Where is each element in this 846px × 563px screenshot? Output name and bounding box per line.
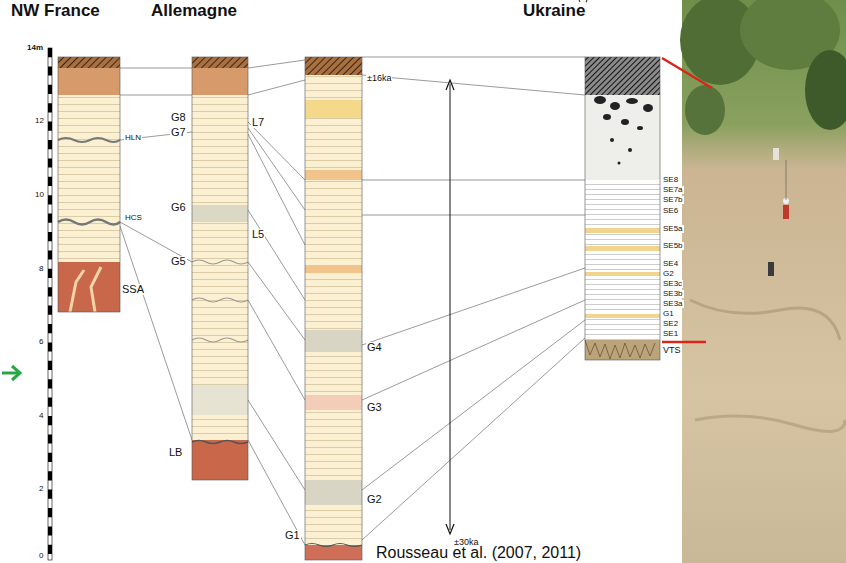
scale-value: 4 xyxy=(38,412,44,420)
horizon-label: G1 xyxy=(284,530,301,541)
horizon-label: SE5b xyxy=(662,242,684,250)
scale-value: 2 xyxy=(38,485,44,493)
scale-value: 14m xyxy=(26,44,44,52)
horizon-label: SE6 xyxy=(662,207,679,215)
horizon-label: G2 xyxy=(366,494,383,505)
horizon-label: SE7b xyxy=(662,196,684,204)
horizon-label: HLN xyxy=(124,134,142,142)
horizon-label: HCS xyxy=(124,214,143,222)
horizon-label: G4 xyxy=(366,342,383,353)
column-heading: NW France xyxy=(10,2,101,19)
horizon-label: G3 xyxy=(366,402,383,413)
horizon-label: G5 xyxy=(170,256,187,267)
horizon-label: G1 xyxy=(662,310,675,318)
scale-value: 6 xyxy=(38,338,44,346)
horizon-label: SE8 xyxy=(662,176,679,184)
column-heading: Allemagne xyxy=(150,2,238,19)
scale-value: 12 xyxy=(34,117,45,125)
horizon-label: G6 xyxy=(170,202,187,213)
horizon-label: LB xyxy=(168,447,183,458)
horizon-label: SE1 xyxy=(662,330,679,338)
horizon-label: G8 xyxy=(170,112,187,123)
horizon-label: L5 xyxy=(251,229,265,240)
horizon-label: ±16ka xyxy=(366,74,392,83)
horizon-label: SE2 xyxy=(662,320,679,328)
horizon-label: SE5a xyxy=(662,225,684,233)
horizon-label: G7 xyxy=(170,127,187,138)
caption: Rousseau et al. (2007, 2011) xyxy=(375,545,582,561)
horizon-label: SE3a xyxy=(662,300,684,308)
horizon-label: SE7a xyxy=(662,186,684,194)
scale-value: 8 xyxy=(38,265,44,273)
horizon-label: SE3b xyxy=(662,290,684,298)
scale-value: 0 xyxy=(38,552,44,560)
horizon-label: SE3c xyxy=(662,280,683,288)
scale-value: 10 xyxy=(34,191,45,199)
horizon-label: G2 xyxy=(662,270,675,278)
horizon-label: SE4 xyxy=(662,260,679,268)
horizon-label: VTS xyxy=(662,346,682,355)
horizon-label: L7 xyxy=(251,117,265,128)
horizon-label: SSA xyxy=(121,284,145,295)
column-heading: Ukraine xyxy=(522,2,586,19)
